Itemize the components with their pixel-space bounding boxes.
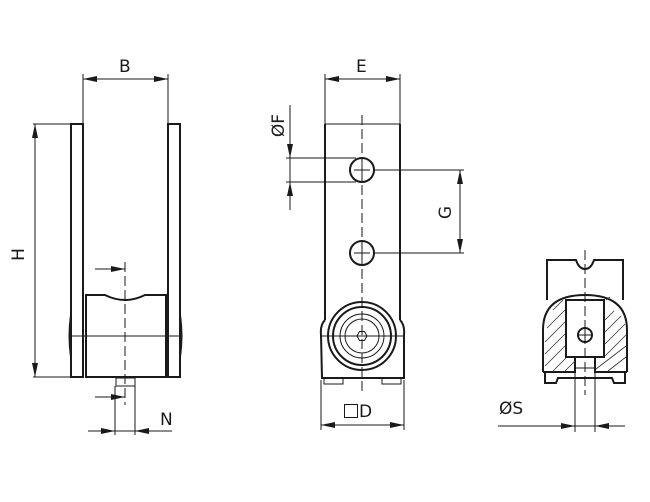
front-view xyxy=(286,74,464,430)
dimension-label-f: ØF xyxy=(269,113,290,138)
dimension-label-d-text: D xyxy=(359,402,373,422)
dimension-label-g: G xyxy=(436,205,457,220)
side-view xyxy=(32,74,183,435)
dimension-label-d: D xyxy=(344,404,372,421)
dimension-label-b: B xyxy=(119,57,131,77)
square-symbol-icon xyxy=(344,404,358,418)
dimension-label-e: E xyxy=(356,57,367,77)
dimension-label-s: ØS xyxy=(499,399,524,419)
dimension-label-n: N xyxy=(160,410,173,430)
hatching xyxy=(544,296,627,372)
section-view xyxy=(498,250,628,432)
dimension-label-h: H xyxy=(8,248,29,261)
